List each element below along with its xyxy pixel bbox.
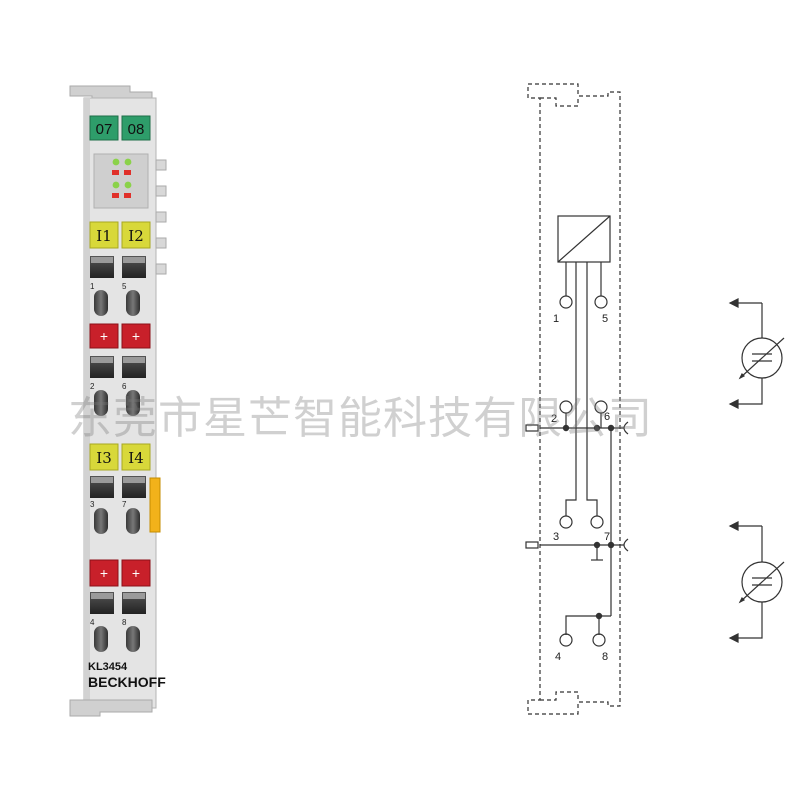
svg-text:7: 7 (604, 531, 610, 543)
schematic-terminal-4 (559, 633, 573, 647)
brand-label: BECKHOFF (88, 674, 166, 690)
plus-label: + (132, 328, 140, 344)
svg-text:6: 6 (122, 382, 127, 391)
svg-text:2: 2 (551, 413, 557, 425)
bottom-rail-clip (69, 699, 153, 717)
schematic-terminal-5 (594, 295, 608, 309)
svg-text:1: 1 (553, 313, 559, 325)
svg-text:5: 5 (122, 282, 127, 291)
svg-text:4: 4 (555, 651, 561, 663)
svg-text:3: 3 (553, 531, 559, 543)
svg-text:3: 3 (90, 500, 95, 509)
terminal-pair-2-6: 2 6 (90, 356, 146, 416)
svg-text:8: 8 (602, 651, 608, 663)
label-i3: I3 (96, 449, 111, 467)
terminal-pair-1-5: 1 5 (90, 256, 146, 316)
sensor-symbol-lower (728, 521, 785, 643)
label-i4: I4 (128, 449, 143, 467)
plus-label: + (100, 565, 108, 581)
label-07: 07 (96, 121, 113, 138)
plus-label: + (132, 565, 140, 581)
led-window (93, 153, 149, 209)
svg-text:1: 1 (90, 282, 95, 291)
svg-text:4: 4 (90, 618, 95, 627)
svg-text:2: 2 (90, 382, 95, 391)
schematic-terminal-8 (592, 633, 606, 647)
power-contact (149, 477, 161, 533)
wiring-schematic (525, 83, 629, 715)
schematic-terminal-3 (559, 515, 573, 529)
svg-text:6: 6 (604, 411, 610, 423)
schematic-terminal-numbers: 1 5 2 6 3 7 4 8 (551, 313, 610, 663)
schematic-terminal-1 (559, 295, 573, 309)
model-label: KL3454 (88, 661, 128, 673)
terminal-module: 07 08 I1 I2 1 5 + + (69, 85, 167, 717)
label-08: 08 (128, 121, 145, 138)
label-i2: I2 (128, 227, 143, 245)
svg-text:7: 7 (122, 500, 127, 509)
status-leds (112, 158, 132, 198)
terminal-pair-4-8: 4 8 (90, 592, 146, 652)
label-i1: I1 (96, 227, 111, 245)
schematic-terminal-7 (590, 515, 604, 529)
housing-outline (527, 83, 621, 715)
plus-label: + (100, 328, 108, 344)
watermark: 东莞市星芒智能科技有限公司 (68, 393, 653, 444)
svg-text:8: 8 (122, 618, 127, 627)
svg-text:5: 5 (602, 313, 608, 325)
converter-block (557, 215, 611, 263)
sensor-symbol-upper (728, 298, 785, 409)
terminal-pair-3-7: 3 7 (90, 476, 146, 534)
